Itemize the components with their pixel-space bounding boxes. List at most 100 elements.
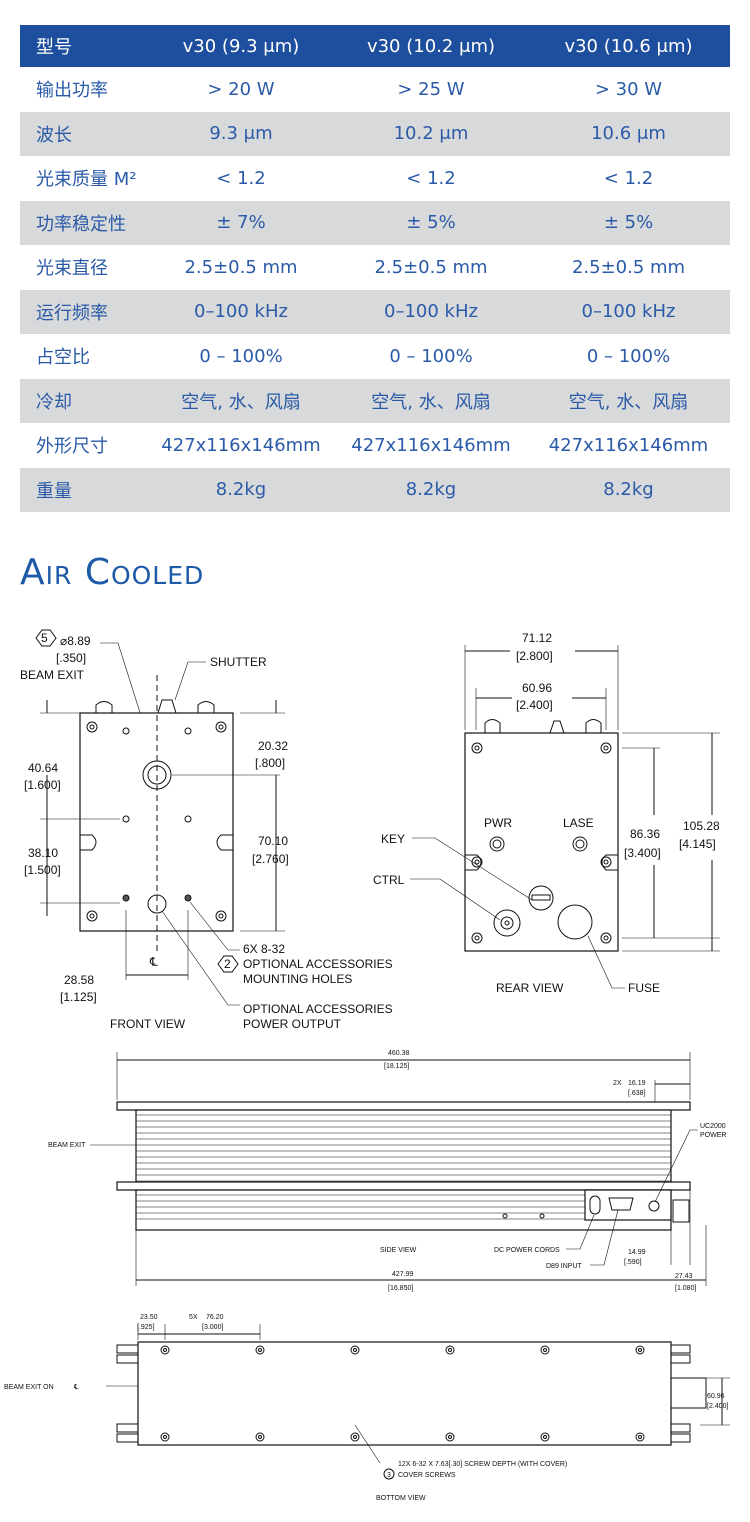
dc-cord-port [589, 1195, 601, 1215]
side-fin-body [135, 1109, 672, 1183]
side-top-rail [116, 1101, 691, 1111]
side-dim-460-38: 460.38 [388, 1050, 410, 1057]
rear-screws [471, 742, 612, 944]
bottom-beam-exit: BEAM EXIT ON [4, 1384, 54, 1391]
spec-cell: 8.2kg [405, 479, 457, 501]
side-2x-in: [.638] [628, 1090, 646, 1097]
lase-label: LASE [563, 816, 594, 830]
holes-label-1: OPTIONAL ACCESSORIES [243, 957, 393, 971]
front-ear-left [95, 701, 113, 713]
rear-dim-105-28: 105.28 [683, 819, 720, 833]
shutter-label: SHUTTER [210, 655, 267, 669]
fuse-leader [587, 935, 625, 989]
spec-row-label: 输出功率 [36, 80, 108, 102]
spec-row-label: 功率稳定性 [36, 213, 126, 235]
front-dim-20-32: 20.32 [258, 739, 288, 753]
hex-badge-2-icon [217, 955, 239, 973]
spec-cell: 427x116x146mm [548, 434, 709, 456]
spec-row: 功率稳定性 ± 7% ± 5% ± 5% [20, 200, 730, 245]
spec-cell: ± 5% [603, 212, 654, 234]
beam-exit-number: 5 [41, 631, 48, 645]
spec-cell: > 25 W [397, 78, 465, 100]
db9-port [608, 1197, 634, 1211]
spec-cell: 0 – 100% [199, 345, 283, 367]
spec-cell: 427x116x146mm [351, 434, 511, 456]
bottom-screws [160, 1345, 645, 1442]
holes-label-2: MOUNTING HOLES [243, 972, 352, 986]
side-view-drawing: 460.38 [18.125] 2X 16.19 [.638] BEAM EXI… [48, 1050, 726, 1292]
side-dim-14-99-in: [.590] [624, 1259, 642, 1266]
side-2x-value: 16.19 [628, 1080, 646, 1087]
key-label: KEY [381, 832, 405, 846]
bottom-5x-value: 76.20 [206, 1314, 224, 1321]
front-dim-40-64: 40.64 [28, 761, 58, 775]
side-lower-fins [136, 1194, 585, 1220]
bottom-screws-number: 3 [387, 1472, 391, 1479]
pwr-led [489, 836, 505, 852]
bottom-dim-60-96-in: [2.400] [707, 1403, 728, 1410]
pwr-label: PWR [484, 816, 512, 830]
front-dim-70-10-in: [2.760] [252, 852, 289, 866]
spec-row: 输出功率 > 20 W > 25 W > 30 W [20, 67, 730, 112]
power-leader [161, 910, 240, 1006]
side-dim-460-38-in: [18.125] [384, 1063, 409, 1070]
rear-dim-86-36-in: [3.400] [624, 846, 661, 860]
spec-cell: < 1.2 [216, 167, 266, 189]
header-v30-10-2: v30 (10.2 μm) [366, 35, 496, 57]
spec-cell: 空气, 水、风扇 [568, 391, 689, 413]
rear-dim-71-12-in: [2.800] [516, 649, 553, 663]
dc-cords-label: DC POWER CORDS [494, 1247, 560, 1254]
power-label-2: POWER OUTPUT [243, 1017, 342, 1031]
spec-row-label: 冷却 [36, 391, 72, 413]
front-view-title: FRONT VIEW [110, 1017, 186, 1031]
db9-label: D89 INPUT [546, 1263, 583, 1270]
front-view: 5 ⌀8.89 [.350] BEAM EXIT SHUTTER [20, 629, 393, 1031]
spec-cell: ± 5% [406, 212, 456, 234]
holes-leader [189, 901, 240, 951]
side-bracket [672, 1199, 690, 1223]
beam-aperture-outer [142, 760, 172, 790]
spec-cell: 2.5±0.5 mm [184, 256, 298, 278]
bottom-centerline: ℄ [73, 1384, 79, 1391]
rear-ear-left [484, 719, 501, 733]
uc2000-label-2: POWER [700, 1132, 726, 1139]
side-lower-body [135, 1189, 672, 1231]
rear-ear-right [585, 719, 602, 733]
spec-row: 冷却空气, 水、风扇空气, 水、风扇空气, 水、风扇 [20, 378, 730, 423]
side-dim-427-99: 427.99 [392, 1271, 414, 1278]
front-dim-28-58: 28.58 [64, 973, 94, 987]
spec-cell: 空气, 水、风扇 [371, 391, 491, 413]
spec-cell: 2.5±0.5 mm [374, 256, 488, 278]
front-rear-drawing: 5 ⌀8.89 [.350] BEAM EXIT SHUTTER [20, 629, 720, 1031]
bottom-view-drawing: 23.50 [.925] 5X 76.20 [3.000] BEAM EXIT … [4, 1314, 730, 1502]
spec-cell: 9.3 μm [209, 123, 273, 145]
side-view: 460.38 [18.125] 2X 16.19 [.638] BEAM EXI… [48, 1050, 726, 1292]
section-title: Air Cooled [20, 552, 205, 593]
ctrl-leader [410, 878, 501, 921]
front-notch-right [216, 834, 233, 851]
spec-cell: 0–100 kHz [581, 301, 676, 323]
spec-cell: ± 7% [216, 212, 266, 234]
rear-dim-71-12: 71.12 [522, 631, 552, 645]
front-centerline-symbol: ℄ [149, 955, 158, 969]
bottom-5x-in: [3.000] [202, 1324, 223, 1331]
fuse-holder [557, 904, 593, 940]
spec-cell: > 30 W [594, 78, 663, 100]
side-fins [136, 1114, 671, 1182]
spec-row-label: 光束直径 [36, 258, 108, 280]
screws-number-badge [383, 1468, 395, 1480]
spec-cell: 8.2kg [603, 479, 654, 501]
uc2000-port [648, 1200, 660, 1212]
spec-table: 型号 v30 (9.3 μm) v30 (10.2 μm) v30 (10.6 … [20, 25, 730, 512]
spec-cell: 0–100 kHz [194, 301, 288, 323]
spec-cell: > 20 W [207, 78, 275, 100]
bottom-5x: 5X [189, 1314, 198, 1321]
spec-cell: < 1.2 [603, 167, 654, 189]
front-notch-left [80, 834, 97, 851]
front-dim-70-10: 70.10 [258, 834, 288, 848]
bottom-bracket [670, 1377, 707, 1409]
shutter-leader [174, 661, 206, 701]
